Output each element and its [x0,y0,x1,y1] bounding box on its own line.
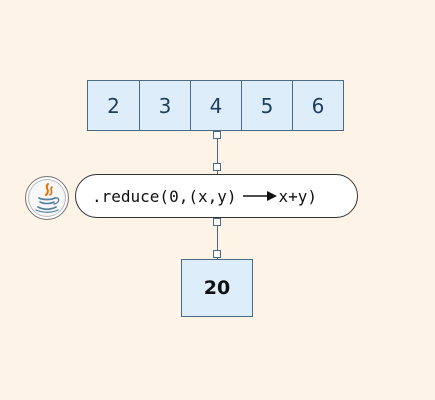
operation-suffix: x+y) [278,186,318,206]
result-value: 20 [181,259,253,317]
input-array: 2 3 4 5 6 [87,80,344,131]
connector-port-operation-bottom [213,218,221,226]
right-arrow-icon [242,191,277,201]
connector-port-operation-top [213,163,221,171]
connector-port-result-top [213,250,221,258]
connector-port-array-bottom [213,131,221,139]
operation-prefix: .reduce(0,(x,y) [92,186,237,206]
array-cell: 3 [139,81,190,130]
connector-line-bottom [217,218,218,259]
java-logo-icon [25,176,69,220]
array-cell: 6 [292,81,343,130]
array-cell: 2 [107,93,120,118]
coffee-cup-icon [35,183,60,213]
connector-line-top [217,131,218,174]
reduce-operation: .reduce(0,(x,y) x+y) [75,174,358,218]
array-cell: 5 [241,81,292,130]
array-cell: 4 [190,81,241,130]
